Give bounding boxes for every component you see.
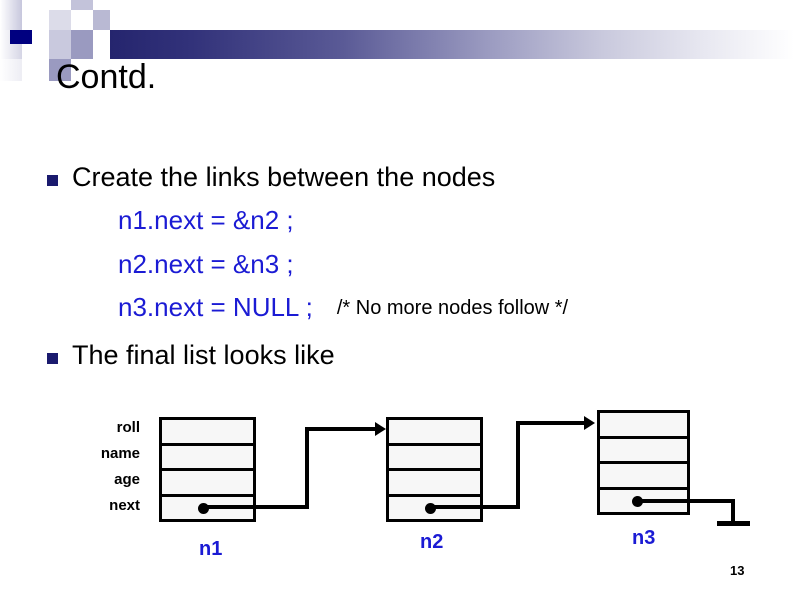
header-block	[0, 0, 22, 30]
header-block	[22, 59, 49, 81]
node-n1-cell-age	[162, 471, 253, 497]
node-n3-label: n3	[632, 527, 656, 549]
code-line-3: n3.next = NULL ; /* No more nodes follow …	[118, 292, 569, 322]
node-n3-cell-age	[600, 464, 687, 490]
header-block	[93, 0, 110, 10]
field-label-name: name	[100, 445, 140, 462]
node-field-labels: roll name age next	[60, 415, 140, 519]
bullet-item-1-label: Create the links between the nodes	[72, 162, 496, 192]
header-block	[49, 10, 71, 30]
connector-n1-n2-vertical	[305, 427, 309, 509]
connector-n2-n3-vertical	[516, 421, 520, 509]
connector-n2-n3-horizontal-lower	[430, 505, 520, 509]
node-n3	[597, 410, 690, 515]
connector-n1-n2-arrowhead	[375, 422, 386, 436]
node-n3-cell-name	[600, 439, 687, 464]
ground-icon	[717, 521, 750, 526]
connector-n2-n3-horizontal-upper	[516, 421, 586, 425]
node-n1-cell-name	[162, 446, 253, 471]
header-block	[71, 10, 93, 30]
header-block	[71, 0, 93, 10]
square-bullet-icon	[47, 353, 58, 364]
page-number: 13	[730, 563, 745, 578]
node-n2-cell-age	[389, 471, 480, 497]
node-n1-cell-roll	[162, 420, 253, 446]
code-line-2: n2.next = &n3 ;	[118, 249, 294, 279]
code-line-1-text: n1.next = &n2 ;	[118, 205, 294, 235]
header-block	[49, 0, 71, 10]
page-title: Contd.	[56, 58, 157, 96]
square-bullet-icon	[47, 175, 58, 186]
header-block	[22, 0, 49, 10]
header-gradient-bar	[110, 30, 794, 59]
node-n1-label: n1	[199, 538, 223, 560]
header-block	[49, 59, 71, 81]
node-n2-cell-name	[389, 446, 480, 471]
bullet-item-2-label: The final list looks like	[72, 340, 335, 370]
null-terminator-horizontal	[637, 499, 735, 503]
node-n2-cell-roll	[389, 420, 480, 446]
node-n2-label: n2	[420, 531, 444, 553]
code-line-3-text: n3.next = NULL ;	[118, 292, 313, 322]
field-label-next: next	[109, 497, 140, 514]
code-line-1: n1.next = &n2 ;	[118, 205, 294, 235]
connector-n2-n3-arrowhead	[584, 416, 595, 430]
header-block	[0, 59, 22, 81]
field-label-roll: roll	[116, 419, 140, 436]
connector-n1-n2-horizontal-lower	[203, 505, 309, 509]
header-block	[71, 30, 93, 59]
header-block	[93, 10, 110, 30]
bullet-item-1: Create the links between the nodes	[47, 162, 496, 192]
bullet-item-2: The final list looks like	[47, 340, 335, 370]
code-line-3-comment: /* No more nodes follow */	[336, 297, 569, 319]
node-n3-cell-roll	[600, 413, 687, 439]
null-terminator-vertical	[731, 499, 735, 524]
header-accent-square	[10, 30, 32, 44]
connector-n1-n2-horizontal-upper	[305, 427, 377, 431]
code-line-2-text: n2.next = &n3 ;	[118, 249, 294, 279]
header-block	[49, 30, 71, 59]
field-label-age: age	[114, 471, 140, 488]
